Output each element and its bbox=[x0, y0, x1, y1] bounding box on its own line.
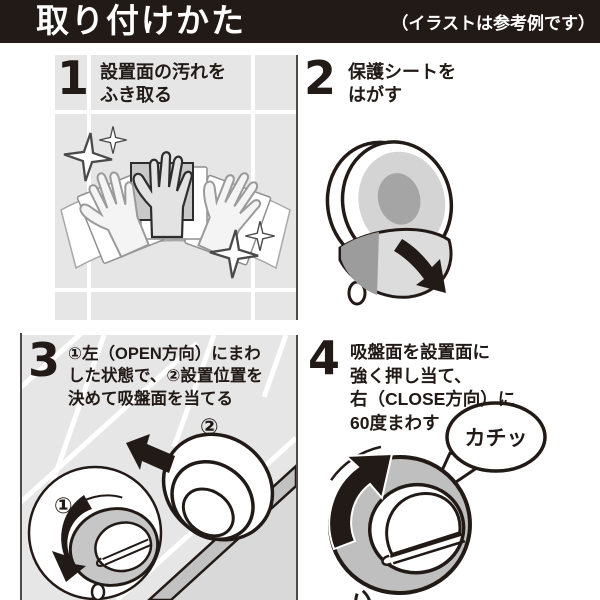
step-2-text: 保護シートを はがす bbox=[348, 62, 457, 106]
peel-sheet-illustration bbox=[325, 140, 454, 306]
title-note: （イラストは参考例です） bbox=[391, 14, 595, 33]
cup-tab bbox=[90, 582, 106, 600]
step-3-text: ①左（OPEN方向）にまわ した状態で、②設置位置を 決めて吸盤面を当てる bbox=[68, 345, 263, 408]
cup-tab bbox=[354, 589, 372, 600]
rotate-open-arrow-icon bbox=[52, 495, 92, 582]
step3-label-1: ① bbox=[54, 493, 73, 518]
step3-label-2: ② bbox=[200, 414, 219, 439]
step-1-text: 設置面の汚れを ふき取る bbox=[100, 62, 227, 106]
suction-cup-front bbox=[328, 445, 472, 600]
peel-arrow-icon bbox=[394, 239, 446, 293]
step-1-header: 1 設置面の汚れを ふき取る bbox=[57, 51, 227, 108]
knob-closeup bbox=[68, 494, 160, 587]
suction-cup-angled bbox=[161, 432, 275, 542]
panel-divider-top bbox=[296, 55, 298, 320]
speech-bubble bbox=[445, 401, 547, 473]
press-arrow-icon bbox=[126, 434, 175, 473]
sheet-underside bbox=[341, 232, 379, 295]
title-bar: 取り付けかた （イラストは参考例です） bbox=[0, 0, 600, 43]
step-4-header: 4 吸盤面を設置面に 強く押し当て、 右（CLOSE方向）に 60度まわす bbox=[308, 331, 516, 436]
step-4-text: 吸盤面を設置面に 強く押し当て、 右（CLOSE方向）に 60度まわす bbox=[350, 342, 516, 433]
step-2-number: 2 bbox=[304, 51, 337, 105]
step-2-panel: 2 保護シートを はがす bbox=[300, 55, 600, 320]
step-1-panel: 1 設置面の汚れを ふき取る bbox=[55, 55, 296, 320]
step-4-panel: カチッ 4 吸盤面を設置面に 強く押し当て、 右（CLOSE方向）に 60度まわ… bbox=[300, 335, 600, 600]
page-title: 取り付けかた bbox=[36, 2, 246, 39]
rotate-close-illustration: カチッ bbox=[328, 401, 547, 600]
panel-divider-bottom bbox=[296, 335, 298, 600]
rotate-close-arrow-icon bbox=[328, 452, 394, 551]
position-cup-illustration: ② ① bbox=[22, 335, 296, 600]
step-3-left-border bbox=[20, 333, 22, 600]
step-3-panel: ② ① 3 ①左（OPEN方向）にまわ した状態で、②設置位置を 決めて吸盤面を… bbox=[22, 335, 296, 600]
click-sound-label: カチッ bbox=[465, 427, 528, 450]
step-4-number: 4 bbox=[308, 331, 341, 385]
step-1-number: 1 bbox=[57, 51, 90, 105]
wipe-surface-illustration bbox=[55, 55, 296, 320]
step-2-header: 2 保護シートを はがす bbox=[304, 51, 457, 108]
step-3-number: 3 bbox=[28, 333, 61, 387]
knob bbox=[385, 492, 462, 557]
step-3-header: 3 ①左（OPEN方向）にまわ した状態で、②設置位置を 決めて吸盤面を当てる bbox=[28, 333, 263, 410]
